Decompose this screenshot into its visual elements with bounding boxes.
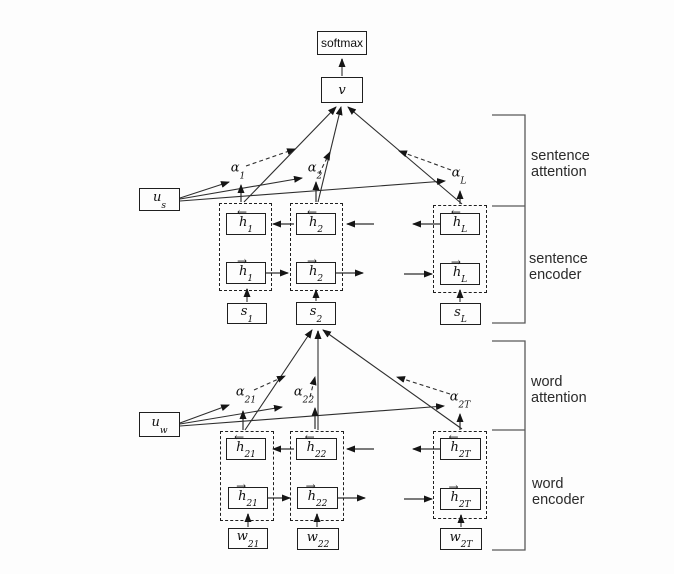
sentence-alpha-arrows xyxy=(237,181,464,204)
sentence-encoder-section-label: sentence encoder xyxy=(529,251,588,283)
word-gru-cell-21 xyxy=(220,431,274,521)
sentence-backward-hL-box: ←hL xyxy=(440,206,480,235)
softmax-label: softmax xyxy=(320,36,363,50)
document-vector-label: v xyxy=(338,82,346,98)
word-alpha-arrows xyxy=(239,407,464,430)
left-arrow-icon: ← xyxy=(448,429,459,444)
word-context-vector-box: uw xyxy=(139,412,180,437)
sentence-alpha-L-label: αL xyxy=(451,165,467,187)
sentence-backward-h2-box: ←h2 xyxy=(296,206,336,235)
word-gru-cell-22 xyxy=(290,431,344,521)
right-arrow-icon: → xyxy=(236,478,247,493)
word-context-arrows xyxy=(179,403,445,427)
word-backward-h2T-box: ←h2T xyxy=(440,431,481,460)
sentence-alpha-weight-dashes xyxy=(245,148,452,175)
word-forward-h22-box: →h22 xyxy=(297,480,338,509)
sentence-forward-hL-box: →hL xyxy=(440,256,480,285)
document-vector-box: v xyxy=(321,77,363,103)
word-weighted-sum-lines xyxy=(244,329,463,431)
sentence-context-vector-box: us xyxy=(139,188,180,211)
left-arrow-icon: ← xyxy=(450,204,461,219)
sentence-weighted-sum-lines xyxy=(243,106,463,205)
sentence-context-vector-label: us xyxy=(153,190,166,211)
word-input-w2T-box: w2T xyxy=(440,528,482,550)
sentence-alpha-1-label: α1 xyxy=(230,160,246,182)
word-alpha-22-label: α22 xyxy=(293,384,315,406)
sentence-gru-cell-2 xyxy=(290,203,343,291)
feed-forward-arrows xyxy=(243,58,465,527)
word-backward-h22-box: ←h22 xyxy=(296,431,337,460)
word-context-vector-label: uw xyxy=(151,415,168,436)
sentence-input-s1-box: s1 xyxy=(227,303,267,324)
sentence-backward-h1-box: ←h1 xyxy=(226,206,266,235)
left-arrow-icon: ← xyxy=(304,429,315,444)
sentence-input-sL-box: sL xyxy=(440,303,481,325)
word-forward-h21-box: →h21 xyxy=(228,480,268,509)
sentence-attention-section-label: sentence attention xyxy=(531,148,590,180)
sentence-gru-cell-1 xyxy=(219,203,272,291)
sentence-forward-h2-box: →h2 xyxy=(296,255,336,284)
word-gru-cell-2T xyxy=(433,431,487,519)
left-arrow-icon: ← xyxy=(236,204,247,219)
softmax-box: softmax xyxy=(317,31,367,55)
right-arrow-icon: → xyxy=(450,254,461,269)
sentence-forward-h1-box: →h1 xyxy=(226,255,266,284)
sentence-gru-cell-L xyxy=(433,205,487,293)
word-gru-chain-arrows xyxy=(268,445,440,503)
right-arrow-icon: → xyxy=(305,478,316,493)
right-arrow-icon: → xyxy=(236,253,247,268)
word-attention-section-label: word attention xyxy=(531,374,587,406)
section-brackets xyxy=(492,114,526,551)
word-encoder-section-label: word encoder xyxy=(532,476,585,508)
right-arrow-icon: → xyxy=(306,253,317,268)
sentence-input-s2-box: s2 xyxy=(296,302,336,325)
word-input-w21-box: w21 xyxy=(228,528,268,549)
word-forward-h2T-box: →h2T xyxy=(440,481,481,510)
word-backward-h21-box: ←h21 xyxy=(226,431,266,460)
word-alpha-2T-label: α2T xyxy=(449,389,471,411)
right-arrow-icon: → xyxy=(448,479,459,494)
sentence-context-arrows xyxy=(179,175,446,202)
sentence-alpha-2-label: α2 xyxy=(307,160,323,182)
left-arrow-icon: ← xyxy=(306,204,317,219)
word-alpha-weight-dashes xyxy=(253,375,451,398)
word-input-w22-box: w22 xyxy=(297,528,339,550)
word-alpha-21-label: α21 xyxy=(235,384,257,406)
left-arrow-icon: ← xyxy=(234,429,245,444)
